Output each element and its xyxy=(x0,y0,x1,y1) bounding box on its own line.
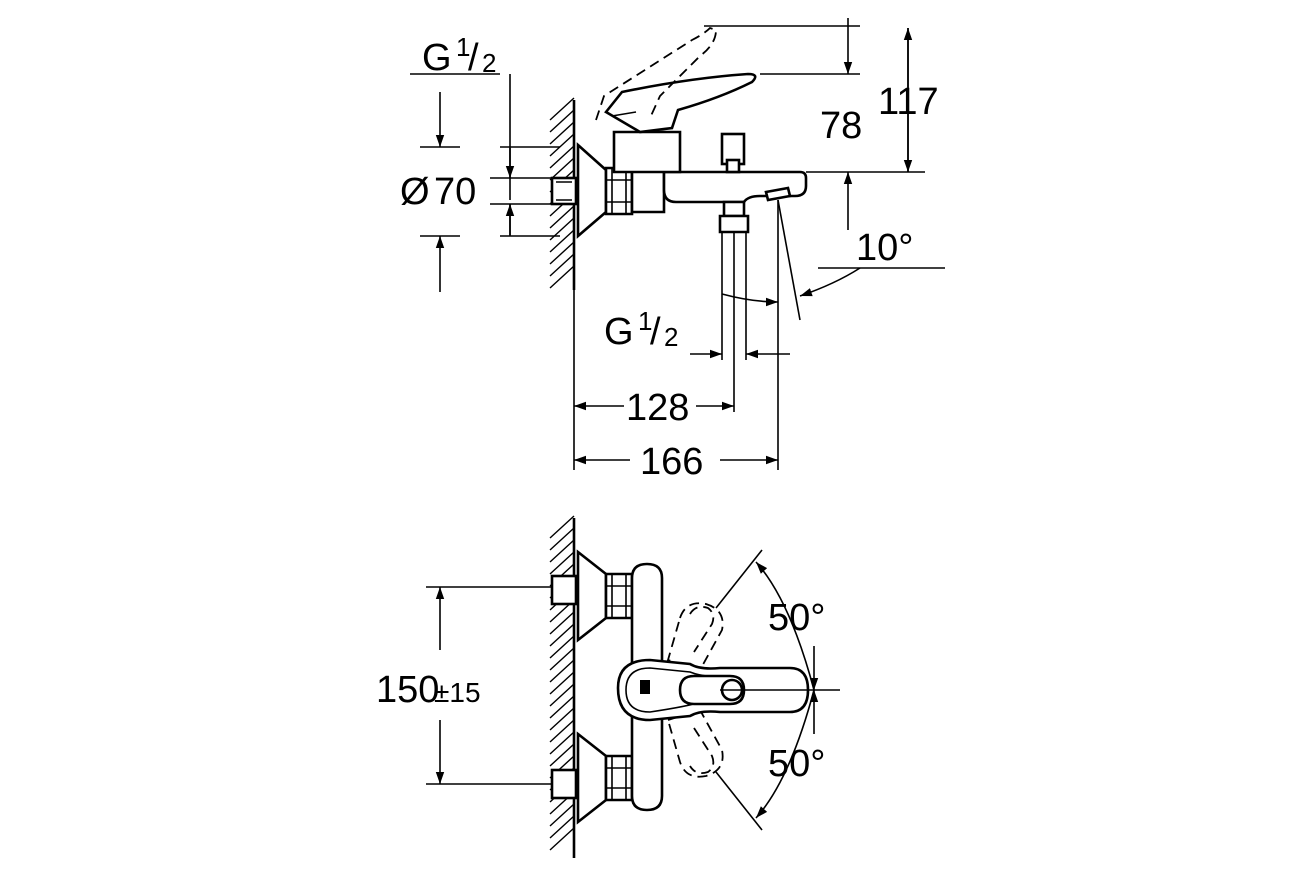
wall-hatch-line xyxy=(549,109,575,133)
wall-hatch-line xyxy=(549,803,575,827)
svg-text:70: 70 xyxy=(434,171,476,213)
svg-text:150: 150 xyxy=(376,669,439,711)
wall-hatch-line xyxy=(549,647,575,671)
wall-hatch-line xyxy=(549,719,575,743)
height-78-label: 78 xyxy=(820,105,862,147)
wall-hatch-line xyxy=(549,229,575,253)
front-view: 150 ±15 50° 50° xyxy=(376,515,840,858)
diameter-label: Ø 70 xyxy=(400,171,476,213)
svg-text:2: 2 xyxy=(482,48,496,78)
wall-hatch-line xyxy=(549,539,575,563)
svg-text:1: 1 xyxy=(638,306,652,336)
wall-hatch-line xyxy=(549,707,575,731)
wall-hatch-line xyxy=(549,743,575,767)
wall-hatch-line xyxy=(549,97,575,121)
svg-text:Ø: Ø xyxy=(400,171,430,213)
side-view: G 1 / 2 Ø 70 78 117 10° G 1 / 2 128 166 xyxy=(400,18,945,483)
wall-hatch-line xyxy=(549,253,575,277)
svg-text:1: 1 xyxy=(456,32,470,62)
wall-hatch-line xyxy=(549,157,575,181)
wall-hatch-line xyxy=(549,623,575,647)
svg-text:2: 2 xyxy=(664,322,678,352)
thread-label-bottom: G 1 / 2 xyxy=(604,306,678,353)
wall-hatch-line xyxy=(549,133,575,157)
svg-text:G: G xyxy=(604,311,634,353)
hose-outlet-lines xyxy=(721,232,747,412)
wall-hatch-line xyxy=(549,683,575,707)
wall-hatch-line xyxy=(549,241,575,265)
dimension-lines-front xyxy=(426,549,840,831)
wall-hatch-line xyxy=(549,551,575,575)
upper-connection-front xyxy=(550,549,634,643)
spout-angle-label: 10° xyxy=(856,227,913,269)
wall-hatch-line xyxy=(549,527,575,551)
dimension-arrows-side xyxy=(435,18,913,465)
wall-hatch-line xyxy=(549,827,575,851)
wall-hatch-line xyxy=(549,611,575,635)
wall-hatch-line xyxy=(549,695,575,719)
svg-text:/: / xyxy=(650,311,661,353)
wall-hatch-line xyxy=(549,635,575,659)
lever-open-position-side xyxy=(595,26,717,121)
svg-text:G: G xyxy=(422,37,452,79)
depth-128-label: 128 xyxy=(626,387,689,429)
thread-label-top: G 1 / 2 xyxy=(422,32,496,79)
wall-hatch-line xyxy=(549,659,575,683)
wall-hatch-line xyxy=(549,671,575,695)
wall-hatch-line xyxy=(549,515,575,539)
wall-flange-side xyxy=(550,142,634,239)
lever-positions-dashed xyxy=(666,602,724,778)
depth-166-label: 166 xyxy=(640,441,703,483)
angle-up-label: 50° xyxy=(768,597,825,639)
lever-handle-front xyxy=(616,658,810,722)
wall-hatch-line xyxy=(549,731,575,755)
svg-text:/: / xyxy=(468,37,479,79)
wall-hatch-line xyxy=(549,265,575,289)
wall-hatch-line xyxy=(549,121,575,145)
wall-hatch-line xyxy=(549,815,575,839)
wall-front xyxy=(549,515,576,858)
lower-connection-front xyxy=(550,731,634,825)
angle-down-label: 50° xyxy=(768,743,825,785)
wall-hatch-line xyxy=(549,145,575,169)
wall-hatch-line xyxy=(549,205,575,229)
svg-text:±15: ±15 xyxy=(434,677,481,708)
height-117-label: 117 xyxy=(878,81,939,123)
centers-label: 150 ±15 xyxy=(376,669,481,711)
mixer-body-side xyxy=(604,72,808,234)
